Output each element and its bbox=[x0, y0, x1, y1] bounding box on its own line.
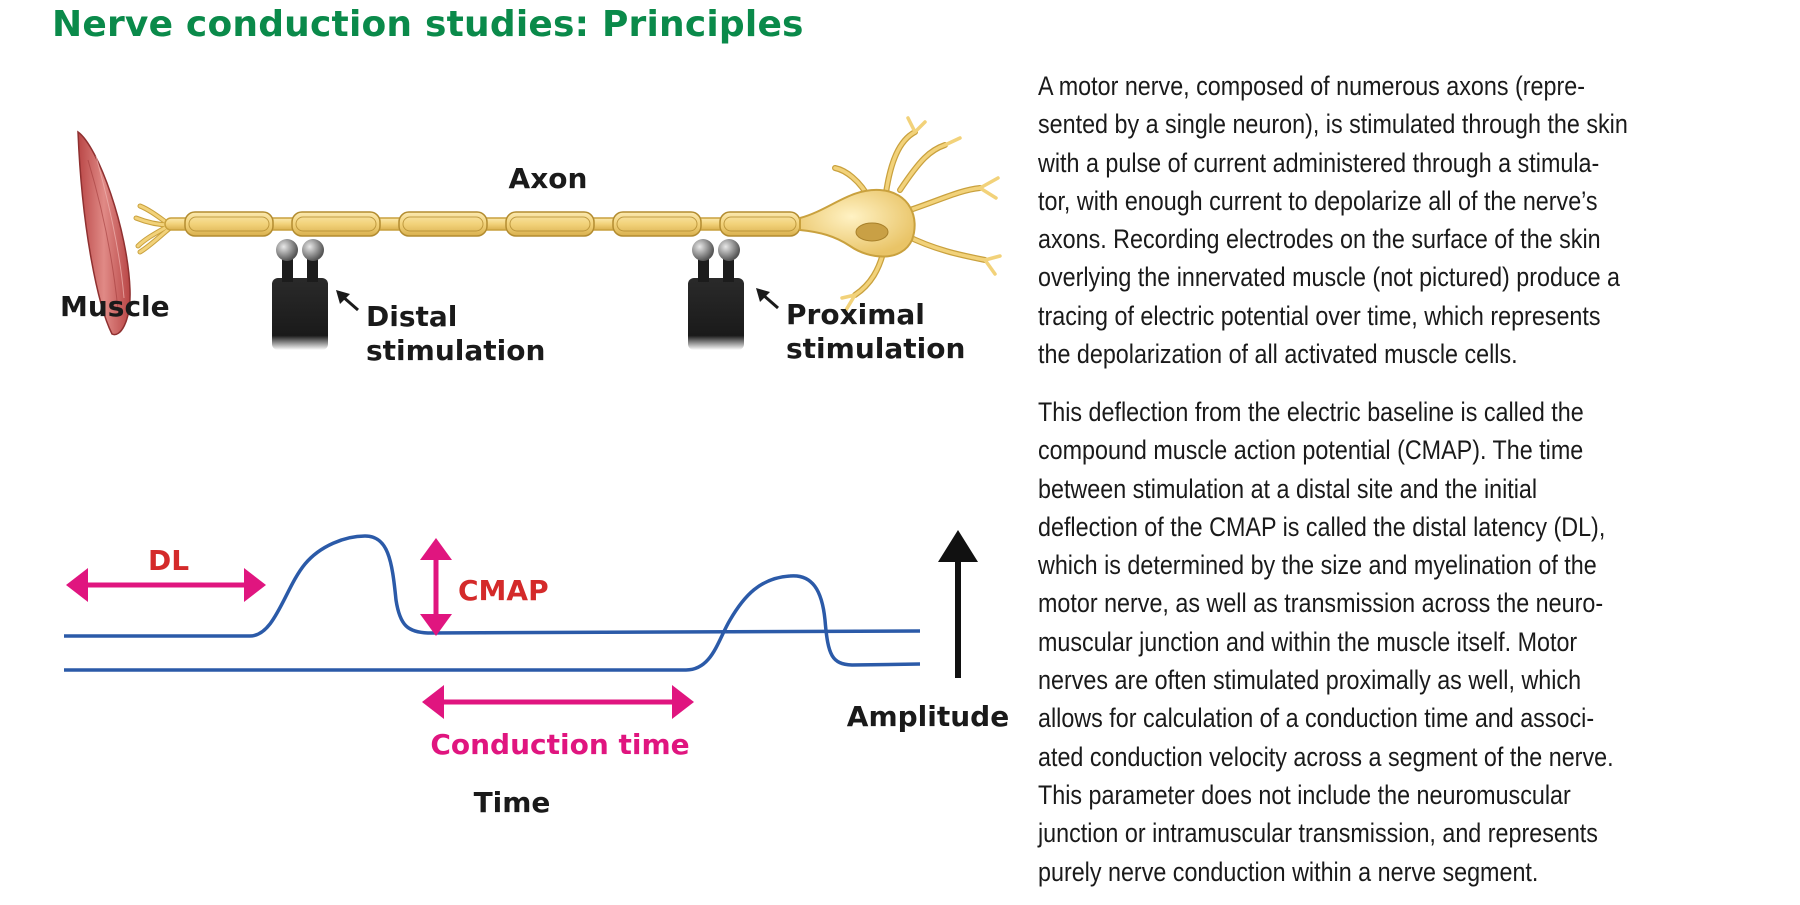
conduction-time-arrow bbox=[422, 685, 694, 719]
text-line: tor, with enough current to depolarize a… bbox=[1038, 185, 1598, 216]
text-line: nerves are often stimulated proximally a… bbox=[1038, 665, 1582, 696]
text-line: the depolarization of all activated musc… bbox=[1038, 339, 1518, 370]
text-line: overlying the innervated muscle (not pic… bbox=[1038, 262, 1621, 293]
text-line: tracing of electric potential over time,… bbox=[1038, 300, 1601, 331]
text-line: deflection of the CMAP is called the dis… bbox=[1038, 511, 1606, 542]
text-line: purely nerve conduction within a nerve s… bbox=[1038, 856, 1539, 887]
neuron-cell-body bbox=[799, 116, 1002, 312]
dl-arrow bbox=[66, 568, 266, 602]
distal-label-line2: stimulation bbox=[366, 334, 545, 367]
text-line: This deflection from the electric baseli… bbox=[1038, 397, 1584, 427]
distal-cmap-trace bbox=[64, 534, 921, 638]
page-title: Nerve conduction studies: Principles bbox=[52, 4, 804, 45]
text-line: which is determined by the size and myel… bbox=[1038, 550, 1597, 581]
muscle-label: Muscle bbox=[60, 290, 170, 323]
conduction-time-label: Conduction time bbox=[430, 728, 689, 761]
text-line: with a pulse of current administered thr… bbox=[1038, 147, 1600, 178]
proximal-electrode bbox=[688, 239, 744, 350]
text-line: A motor nerve, composed of numerous axon… bbox=[1038, 71, 1585, 101]
paragraph-cmap: This deflection from the electric baseli… bbox=[1038, 393, 1689, 891]
proximal-label-line1: Proximal bbox=[786, 298, 925, 331]
text-line: between stimulation at a distal site and… bbox=[1038, 473, 1538, 504]
text-line: ated conduction velocity across a segmen… bbox=[1038, 741, 1614, 772]
cmap-amplitude-arrow bbox=[420, 538, 452, 636]
text-line: This parameter does not include the neur… bbox=[1038, 779, 1571, 810]
nerve-conduction-diagram: Axon Muscle Distal stimulation Proximal … bbox=[60, 116, 1009, 819]
cmap-label: CMAP bbox=[458, 574, 549, 607]
myelin-sheaths bbox=[184, 211, 801, 237]
text-line: compound muscle action potential (CMAP).… bbox=[1038, 435, 1584, 466]
text-line: muscular junction and within the muscle … bbox=[1038, 626, 1578, 657]
muscle-illustration bbox=[77, 130, 131, 336]
text-line: axons. Recording electrodes on the surfa… bbox=[1038, 224, 1601, 255]
distal-pointer-arrow bbox=[336, 290, 359, 312]
text-line: junction or intramuscular transmission, … bbox=[1038, 818, 1598, 849]
time-label: Time bbox=[474, 786, 551, 819]
proximal-pointer-arrow bbox=[756, 288, 779, 310]
dl-label: DL bbox=[148, 544, 189, 577]
distal-electrode bbox=[272, 239, 328, 350]
text-line: allows for calculation of a conduction t… bbox=[1038, 703, 1595, 734]
amplitude-axis-arrow bbox=[938, 530, 978, 678]
axon bbox=[164, 211, 846, 237]
text-line: motor nerve, as well as transmission acr… bbox=[1038, 588, 1604, 619]
axon-label: Axon bbox=[509, 162, 588, 195]
proximal-cmap-trace bbox=[64, 574, 921, 672]
amplitude-label: Amplitude bbox=[847, 700, 1009, 733]
proximal-label-line2: stimulation bbox=[786, 332, 965, 365]
distal-label-line1: Distal bbox=[366, 300, 457, 333]
text-line: sented by a single neuron), is stimulate… bbox=[1038, 109, 1628, 140]
paragraph-intro: A motor nerve, composed of numerous axon… bbox=[1038, 67, 1689, 373]
